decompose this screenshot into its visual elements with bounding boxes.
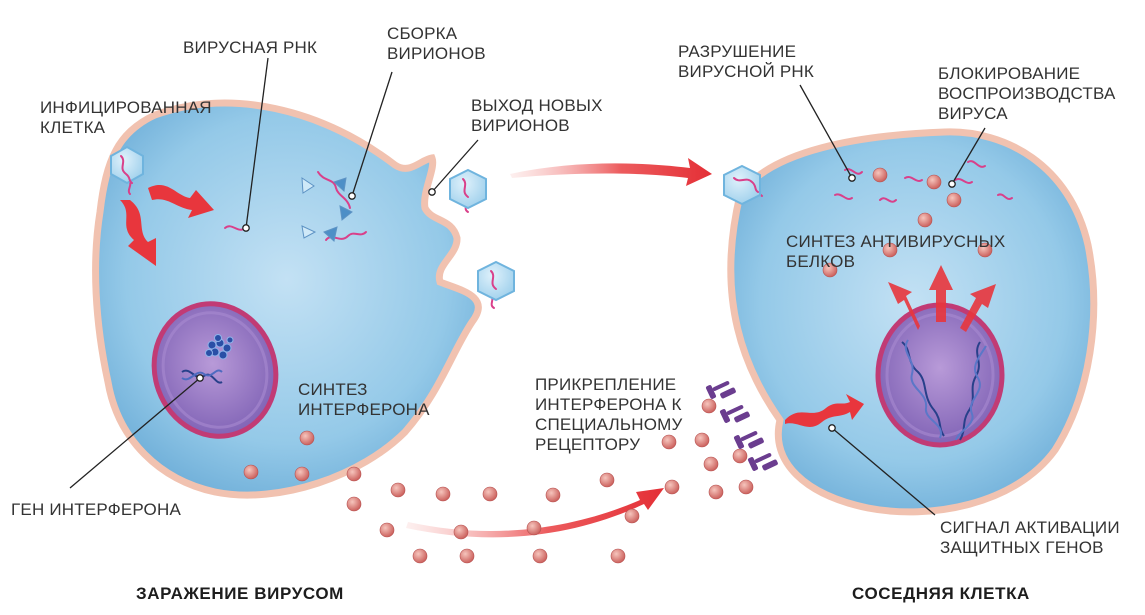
interferon-molecule — [379, 522, 395, 538]
infection-arrows — [120, 184, 214, 266]
antiviral-protein-arrows — [888, 265, 996, 332]
interferon-molecules — [243, 167, 993, 564]
label-line: СИНТЕЗ АНТИВИРУСНЫХ — [786, 232, 1006, 251]
label-line: ИНТЕРФЕРОНА К — [535, 395, 682, 414]
interferon-molecule — [694, 432, 710, 448]
interferon-molecule — [599, 472, 615, 488]
virion-rna-cores — [120, 155, 759, 290]
label-line: ИНФИЦИРОВАННАЯ — [40, 98, 212, 117]
interferon-molecule — [917, 212, 933, 228]
label-line: КЛЕТКА — [40, 118, 106, 137]
infected-cell-body — [92, 99, 482, 499]
interferon-molecule — [738, 479, 754, 495]
leader-dots — [196, 174, 956, 432]
virion-particles — [110, 145, 761, 302]
label-line: СПЕЦИАЛЬНОМУ — [535, 415, 683, 434]
interferon-molecule — [926, 174, 942, 190]
interferon-molecule — [482, 486, 498, 502]
label-line: СИГНАЛ АКТИВАЦИИ — [940, 518, 1120, 537]
caption-infection: ЗАРАЖЕНИЕ ВИРУСОМ — [136, 584, 344, 603]
interferon-molecule — [532, 548, 548, 564]
label-line: РАЗРУШЕНИЕ — [678, 42, 797, 61]
interferon-molecule — [610, 548, 626, 564]
label-line: БЕЛКОВ — [786, 252, 856, 271]
receptor-icon — [747, 453, 778, 471]
interferon-molecule — [412, 548, 428, 564]
interferon-molecule — [708, 484, 724, 500]
interferon-molecule — [822, 262, 838, 278]
label-viral-rna: ВИРУСНАЯ РНК — [183, 38, 317, 58]
interferon-molecule — [882, 242, 898, 258]
label-line: СБОРКА — [387, 24, 458, 43]
virion-hexagon-icon — [110, 145, 144, 185]
interferon-molecule — [872, 167, 888, 183]
label-line: ПРИКРЕПЛЕНИЕ — [535, 375, 677, 394]
label-line: ВИРИОНОВ — [387, 44, 486, 63]
label-line: ВИРУСА — [938, 104, 1008, 123]
interferon-molecule — [453, 524, 469, 540]
interferon-molecule — [624, 508, 640, 524]
interferon-molecule — [346, 466, 362, 482]
interferon-molecule — [661, 434, 677, 450]
label-line: ВЫХОД НОВЫХ — [471, 96, 603, 115]
interferon-transfer-arrow — [406, 488, 664, 538]
interferon-molecule — [732, 448, 748, 464]
label-line: ИНТЕРФЕРОНА — [298, 400, 430, 419]
virion-hexagon-icon — [449, 168, 487, 210]
interferon-molecule — [435, 486, 451, 502]
nucleolus-icon — [205, 334, 234, 360]
receptor-icon — [705, 381, 736, 399]
interferon-molecule — [346, 496, 362, 512]
label-interferon-gene: ГЕН ИНТЕРФЕРОНА — [11, 500, 181, 520]
interferon-molecule — [946, 192, 962, 208]
interferon-molecule — [390, 482, 406, 498]
interferon-molecule — [664, 479, 680, 495]
chromosome-icon — [901, 339, 987, 441]
virion-transfer-arrow — [510, 158, 712, 186]
receptor-icon — [733, 431, 764, 449]
interferon-receptors — [705, 381, 778, 471]
interferon-molecule — [526, 520, 542, 536]
interferon-molecule — [294, 466, 310, 482]
interferon-molecule — [703, 456, 719, 472]
receptor-icon — [719, 405, 750, 423]
label-line: ВИРУСНОЙ РНК — [678, 62, 814, 81]
label-line: РЕЦЕПТОРУ — [535, 435, 641, 454]
virion-hexagon-icon — [723, 164, 761, 206]
capsid-fragments — [301, 177, 353, 242]
label-line: ВИРИОНОВ — [471, 116, 570, 135]
interferon-gene-dna-icon — [181, 369, 223, 384]
interferon-molecule — [545, 487, 561, 503]
virion-hexagon-icon — [477, 260, 515, 302]
nucleus-highlight — [161, 311, 269, 429]
label-line: БЛОКИРОВАНИЕ — [938, 64, 1081, 83]
caption-neighbour-cell: СОСЕДНЯЯ КЛЕТКА — [852, 584, 1030, 603]
label-line: ЗАЩИТНЫХ ГЕНОВ — [940, 538, 1104, 557]
label-line: СИНТЕЗ — [298, 380, 368, 399]
interferon-molecule — [243, 464, 259, 480]
interferon-molecule — [701, 398, 717, 414]
interferon-molecule — [299, 430, 315, 446]
leader-lines — [69, 57, 986, 516]
label-line: ВОСПРОИЗВОДСТВА — [938, 84, 1116, 103]
label-line: ГЕН ИНТЕРФЕРОНА — [11, 500, 181, 519]
interferon-molecule — [459, 548, 475, 564]
infected-cell-nucleus — [151, 301, 279, 439]
label-line: ВИРУСНАЯ РНК — [183, 38, 318, 57]
interferon-molecule — [977, 242, 993, 258]
activation-signal-arrow — [785, 394, 864, 427]
